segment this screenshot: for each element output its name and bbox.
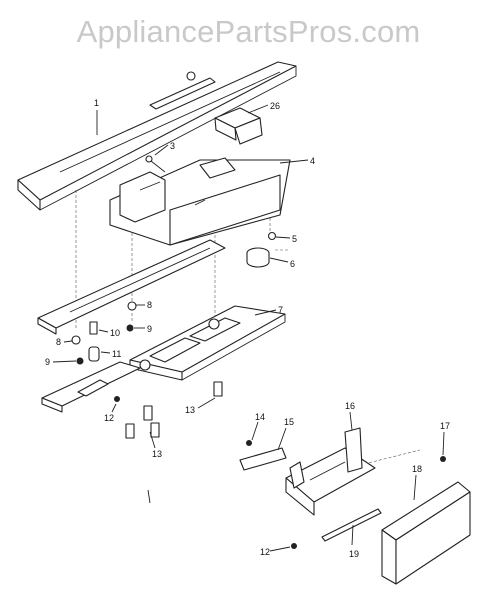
callout-13-left: 13 <box>152 449 162 459</box>
stray-mark <box>147 489 151 504</box>
callout-12-left: 12 <box>104 413 114 423</box>
part-5-screw <box>267 231 277 241</box>
part-3-screw <box>145 155 166 173</box>
callout-11: 11 <box>112 349 121 359</box>
part-9-nut-left <box>76 357 84 365</box>
part-14-screw <box>246 440 252 446</box>
callout-17: 17 <box>440 421 450 431</box>
callout-8-right: 8 <box>147 300 152 310</box>
part-16-latch-bracket <box>285 427 376 516</box>
part-12-screw-right <box>291 543 297 549</box>
part-13-screw-c <box>150 422 160 438</box>
part-7-tray <box>129 305 286 381</box>
part-8-washer-left <box>71 335 81 345</box>
callout-18: 18 <box>412 464 422 474</box>
part-6-grommet <box>246 247 270 268</box>
callout-14: 14 <box>255 412 265 422</box>
part-13-screw-a <box>125 423 135 439</box>
callout-26: 26 <box>270 101 280 111</box>
slide-rail <box>37 239 226 335</box>
callout-13-right: 13 <box>185 405 195 415</box>
small-hardware <box>71 301 137 365</box>
part-13-screws <box>125 381 223 439</box>
callout-5: 5 <box>292 234 297 244</box>
callout-1: 1 <box>94 98 99 108</box>
callout-12-right: 12 <box>260 547 270 557</box>
part-15-plate <box>239 447 287 471</box>
part-1-top-trim <box>17 61 297 211</box>
callout-19: 19 <box>349 549 359 559</box>
part-12-screw-left <box>114 396 120 402</box>
part-10-screw <box>89 321 98 335</box>
callout-9-left: 9 <box>45 357 50 367</box>
part-18-handle-cover <box>381 481 471 585</box>
part-11-spacer <box>88 346 100 362</box>
part-8-washer-right <box>127 301 137 311</box>
callout-10: 10 <box>110 328 120 338</box>
callout-8-left: 8 <box>56 337 61 347</box>
callout-16: 16 <box>345 401 355 411</box>
part-4-housing <box>109 157 291 246</box>
watermark: AppliancePartsPros.com <box>76 14 421 49</box>
part-17-screw <box>440 456 446 462</box>
callout-3: 3 <box>170 141 175 151</box>
part-26-bracket <box>214 107 263 145</box>
callout-15: 15 <box>284 417 294 427</box>
callout-labels: 1 26 3 4 5 6 7 8 8 10 9 9 11 12 12 13 13… <box>45 98 450 559</box>
callout-4: 4 <box>310 156 315 166</box>
part-9-nut-right <box>126 324 134 332</box>
leader-lines <box>52 104 445 552</box>
part-19-rod <box>321 508 382 542</box>
callout-7: 7 <box>278 305 283 315</box>
part-13-screw-d <box>213 381 223 397</box>
left-slide-arm <box>41 361 141 413</box>
callout-9-right: 9 <box>147 324 152 334</box>
part-13-screw-b <box>143 405 153 421</box>
callout-6: 6 <box>290 259 295 269</box>
